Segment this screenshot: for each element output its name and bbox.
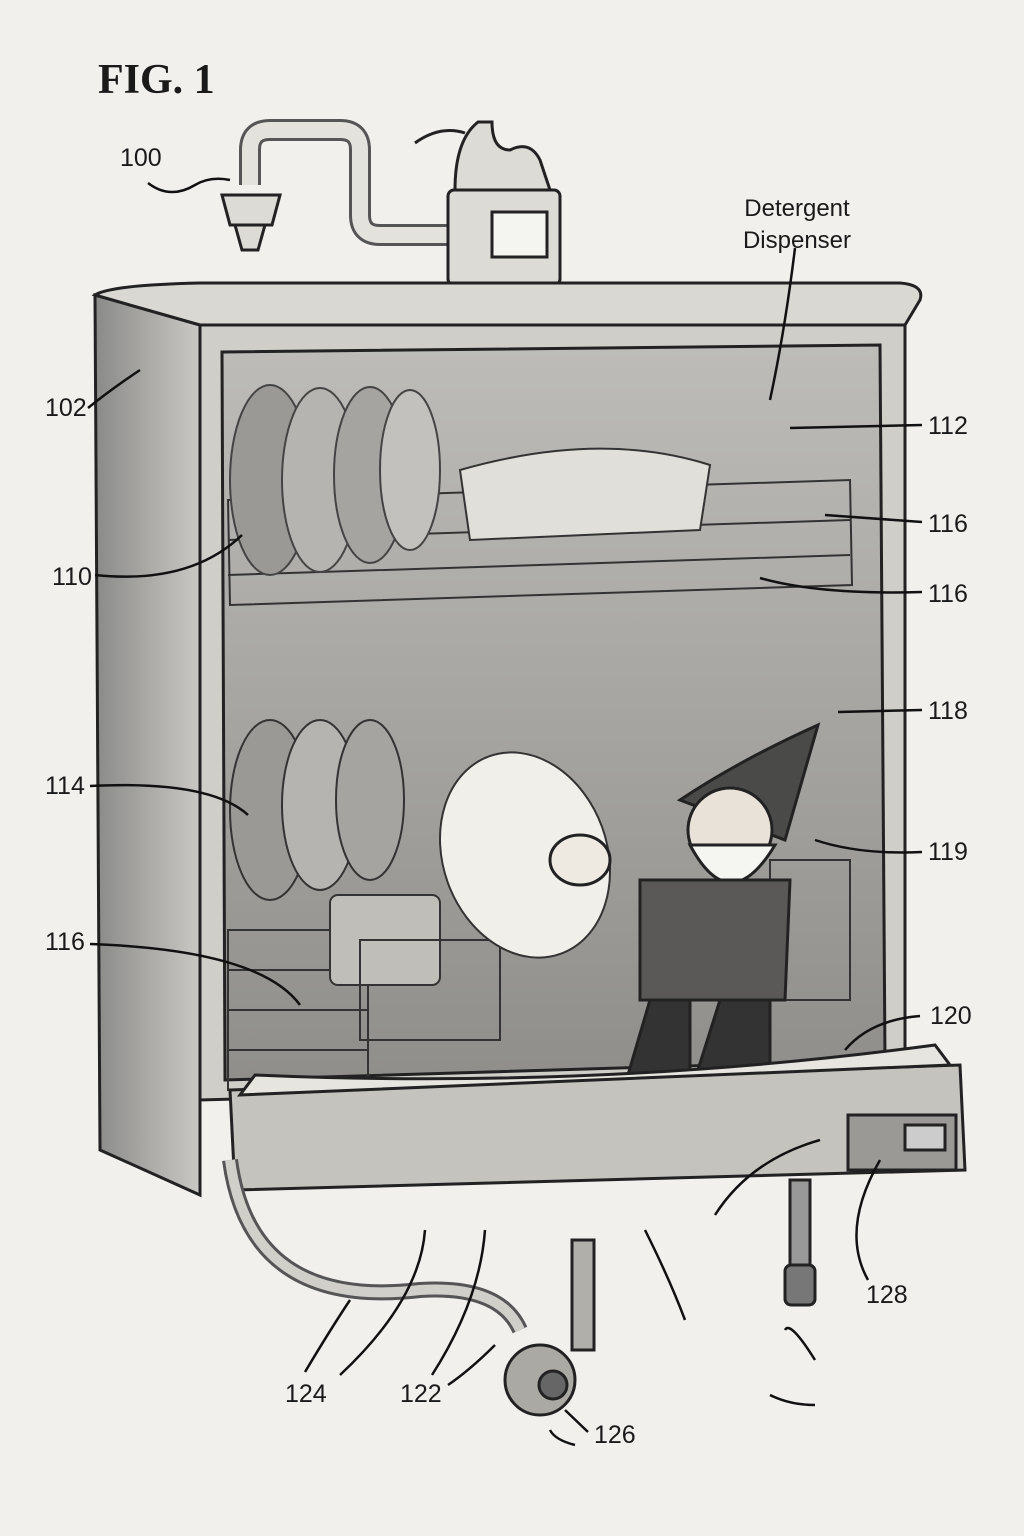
callout-122: 122 xyxy=(400,1380,442,1408)
callout-100: 100 xyxy=(120,144,162,172)
inlet-plumbing xyxy=(220,119,562,287)
figure-title: FIG. 1 xyxy=(98,57,215,103)
callout-118: 118 xyxy=(928,697,968,725)
lower-rack xyxy=(227,719,851,1091)
upper-rack xyxy=(226,384,854,607)
callout-126: 126 xyxy=(594,1421,636,1449)
callout-114: 114 xyxy=(45,772,85,800)
callout-119: 119 xyxy=(928,838,968,866)
base-sump xyxy=(222,1043,967,1417)
callout-120: 120 xyxy=(930,1002,972,1030)
callout-102: 102 xyxy=(45,394,87,422)
callout-116-middle: 116 xyxy=(928,580,968,608)
callout-124: 124 xyxy=(285,1380,327,1408)
callout-110: 110 xyxy=(52,563,92,591)
callout-128: 128 xyxy=(866,1281,908,1309)
callout-116-upper: 116 xyxy=(928,510,968,538)
callout-112: 112 xyxy=(928,412,968,440)
flow-arrow xyxy=(414,129,466,145)
callout-detergent-dispenser: Detergent Dispenser xyxy=(742,195,852,255)
callout-116-lower: 116 xyxy=(45,928,85,956)
leader-lines xyxy=(87,177,923,1447)
